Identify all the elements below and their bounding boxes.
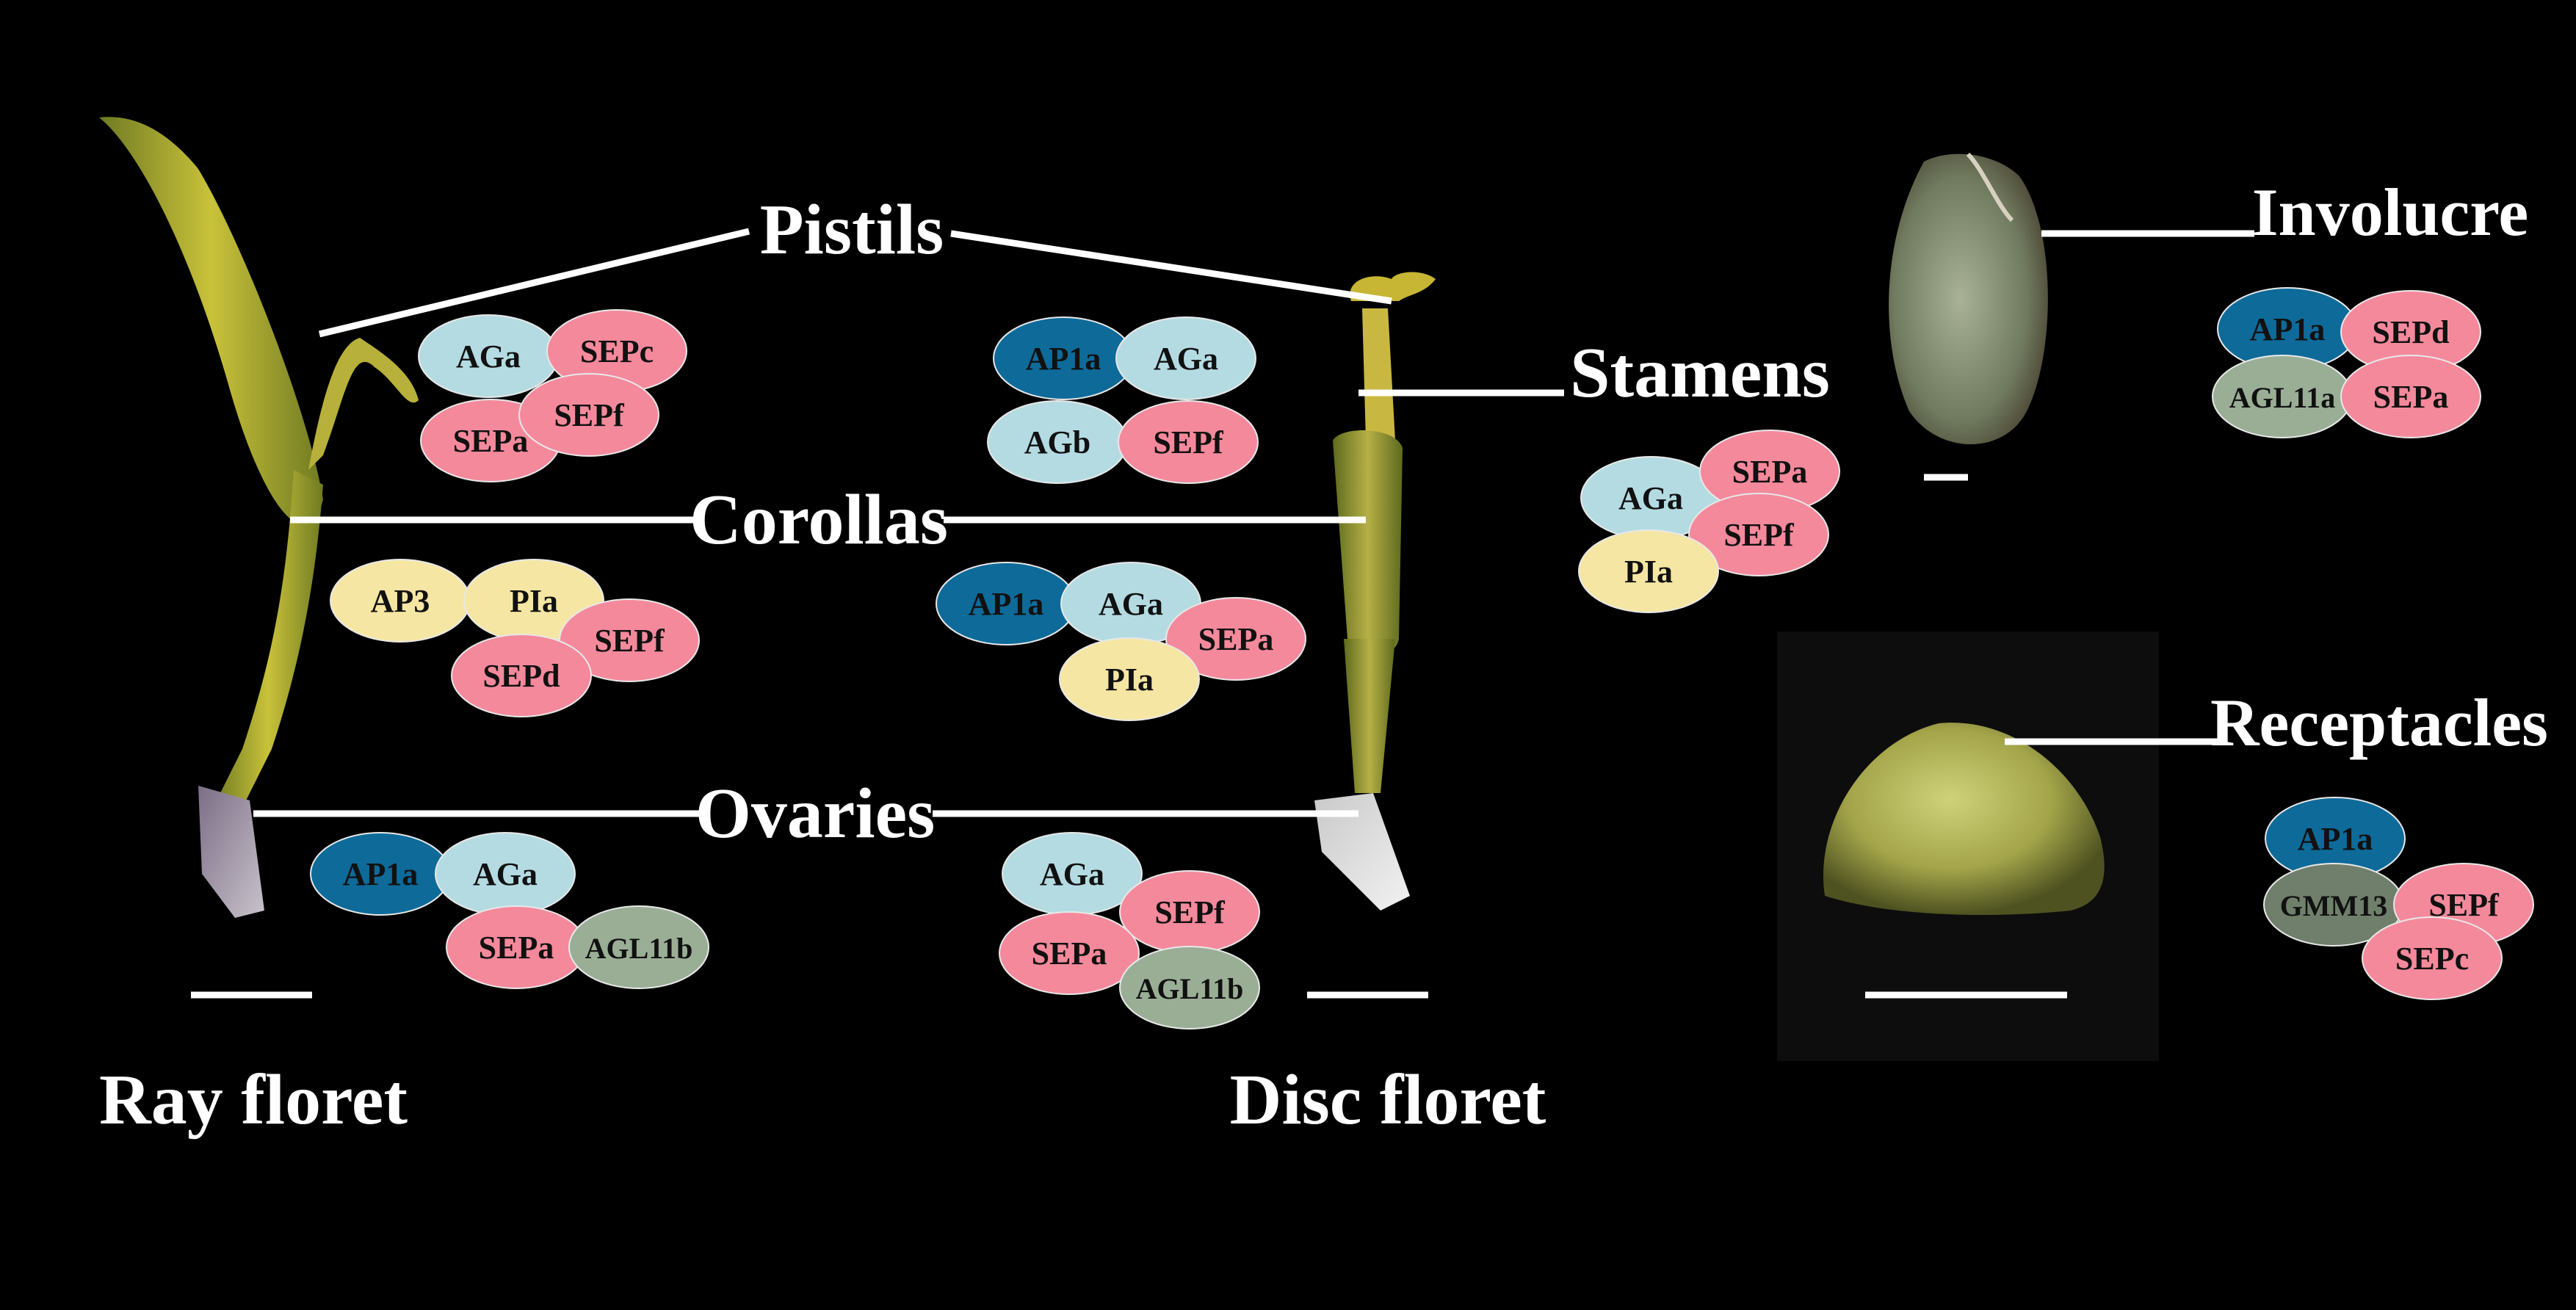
receptacles-label: Receptacles [2210,685,2548,760]
gene-ellipse-pia [1059,637,1200,721]
gene-label-aga: AGa [1618,480,1683,516]
gene-ellipse-sepc [2362,916,2503,1000]
gene-label-aga: AGa [1099,586,1163,622]
gene-label-agl11b: AGL11b [585,932,693,965]
stamens-label: Stamens [1570,333,1830,413]
gene-ellipse-sepa [999,911,1140,995]
gene-ellipse-pia [1578,529,1719,613]
gene-label-ap3: AP3 [371,583,430,619]
gene-label-pia: PIa [1105,662,1154,698]
gene-ellipse-sepf [518,373,659,457]
gene-label-pia: PIa [510,583,558,619]
gene-label-aga: AGa [1040,856,1104,892]
gene-label-agl11a: AGL11a [2229,381,2335,414]
pistils-label: Pistils [760,190,944,269]
gene-ellipse-sepa [1165,597,1306,681]
gene-ellipse-aga [1115,316,1256,400]
gene-label-agb: AGb [1024,424,1090,460]
pistils-line-left [318,228,750,338]
gene-label-sepc: SEPc [580,333,654,369]
gene-label-sepd: SEPd [482,658,560,694]
gene-label-ap1a: AP1a [343,856,419,892]
disc-floret-image [1314,272,1436,911]
gene-label-ap1a: AP1a [1026,341,1101,377]
gene-ellipse-sepd [451,634,592,717]
gene-label-sepf: SEPf [1723,517,1795,553]
gene-label-sepa: SEPa [453,423,529,459]
gene-label-agl11b: AGL11b [1136,972,1244,1005]
gene-label-sepd: SEPd [2372,314,2449,350]
gene-label-sepa: SEPa [2373,379,2449,415]
pistils-line-right [950,230,1392,305]
gene-label-sepf: SEPf [554,397,625,433]
gene-label-aga: AGa [456,339,521,374]
ovaries-label: Ovaries [695,774,936,853]
gene-label-sepa: SEPa [1032,936,1107,971]
gene-ellipse-sepf [1688,493,1829,576]
connector-lines [253,228,2254,817]
involucre-image [1889,152,2048,444]
gene-ellipse-agl11b [568,905,709,989]
involucre-label: Involucre [2252,175,2529,250]
gene-label-sepa: SEPa [1198,621,1274,657]
receptacle-image [1777,632,2159,1061]
gene-label-sepf: SEPf [1154,894,1226,930]
gene-label-ap1a: AP1a [2250,311,2326,347]
gene-label-ap1a: AP1a [969,586,1044,622]
gene-label-sepf: SEPf [594,623,665,659]
scale-bars [191,474,2067,999]
disc-floret-label: Disc floret [1230,1060,1546,1140]
gene-label-pia: PIa [1624,554,1673,590]
gene-label-aga: AGa [473,856,538,892]
corollas-label: Corollas [690,480,948,560]
ray-floret-label: Ray floret [99,1060,408,1140]
gene-label-sepa: SEPa [479,930,554,966]
gene-ellipse-sepa [2340,355,2481,438]
ray-floret-image [99,117,419,918]
gene-label-aga: AGa [1154,341,1218,377]
gene-ellipse-agl11b [1119,946,1260,1029]
gene-label-sepf: SEPf [1153,424,1224,460]
gene-label-sepc: SEPc [2395,941,2469,977]
gene-label-gmm13: GMM13 [2280,889,2388,922]
gene-label-ap1a: AP1a [2298,821,2373,857]
gene-label-sepa: SEPa [1732,454,1808,490]
gene-ellipse-sepf [1118,400,1259,484]
